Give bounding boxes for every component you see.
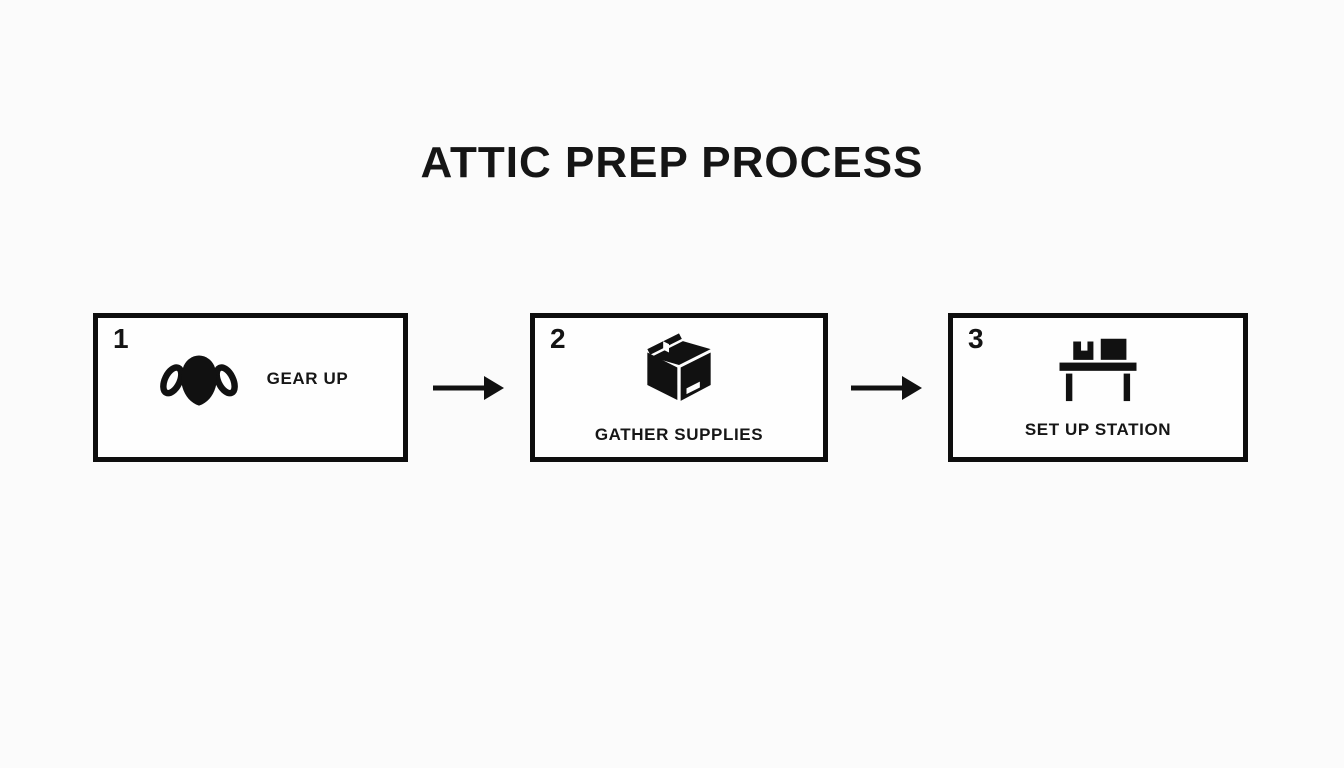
step-content: SET UP STATION [953,318,1243,457]
step-number: 3 [968,323,984,354]
work-table-icon [1052,336,1144,402]
step-box-gear-up: 1 GEAR UP [93,313,408,462]
arrow-right-icon [433,375,505,401]
face-mask-icon [153,349,245,408]
step-number: 1 [113,323,129,354]
step-label: SET UP STATION [1024,419,1172,439]
step-label: GEAR UP [266,368,349,388]
step-content: GATHER SUPPLIES [535,318,823,457]
step-box-gather-supplies: 2 GATHER SUPPLIES [530,313,828,462]
cardboard-box-icon [639,330,719,410]
step-label: GATHER SUPPLIES [594,425,764,444]
step-number: 2 [550,323,566,354]
diagram-title: ATTIC PREP PROCESS [420,138,924,187]
step-box-set-up-station: 3 SET UP STATION [948,313,1248,462]
step-content: GEAR UP [98,318,403,457]
arrow-right-icon [851,375,923,401]
